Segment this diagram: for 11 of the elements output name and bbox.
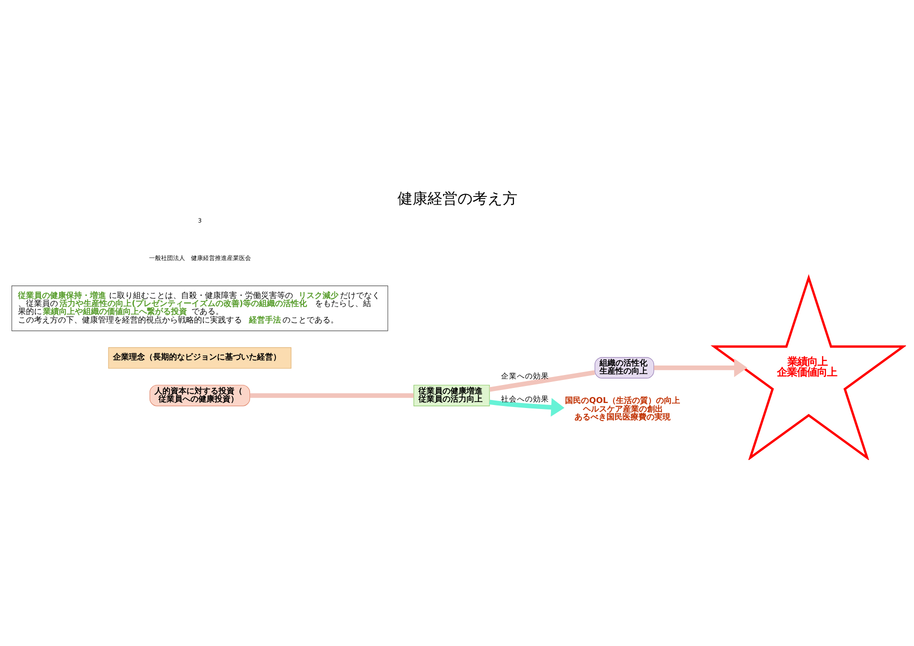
arrow	[653, 358, 747, 377]
diagram-title: 健康経営の考え方	[397, 189, 518, 208]
arrow	[488, 398, 564, 416]
node-box: 従業員の健康保持・増進に取り組むことは、自殺・健康障害・労働災害等のリスク減少だけでなく、従業員の活力や生産性の向上(プレゼンティーイズムの改善)等の組織の活性化をもたらし、結果的に業績向上や組織の価値向上へ繋がる投資である。 この考え方の下、健康管理を経営的視点から戦略的に実践する経営手法のことである。	[11, 284, 388, 331]
node-box: 企業理念（長期的なビジョンに基づいた経営）	[108, 346, 291, 368]
node-text: 国民のQOL（生活の質）の向上 ヘルスケア産業の創出 あるべき国民医療費の実現	[564, 394, 680, 421]
node-box: 従業員の健康増進従業員の活力向上	[413, 384, 490, 406]
node-box: 人的資本に対する投資（従業員への健康投資）	[149, 384, 250, 406]
connector	[249, 392, 414, 398]
node-box: 組織の活性化生産性の向上	[594, 356, 654, 378]
connector	[488, 370, 595, 392]
